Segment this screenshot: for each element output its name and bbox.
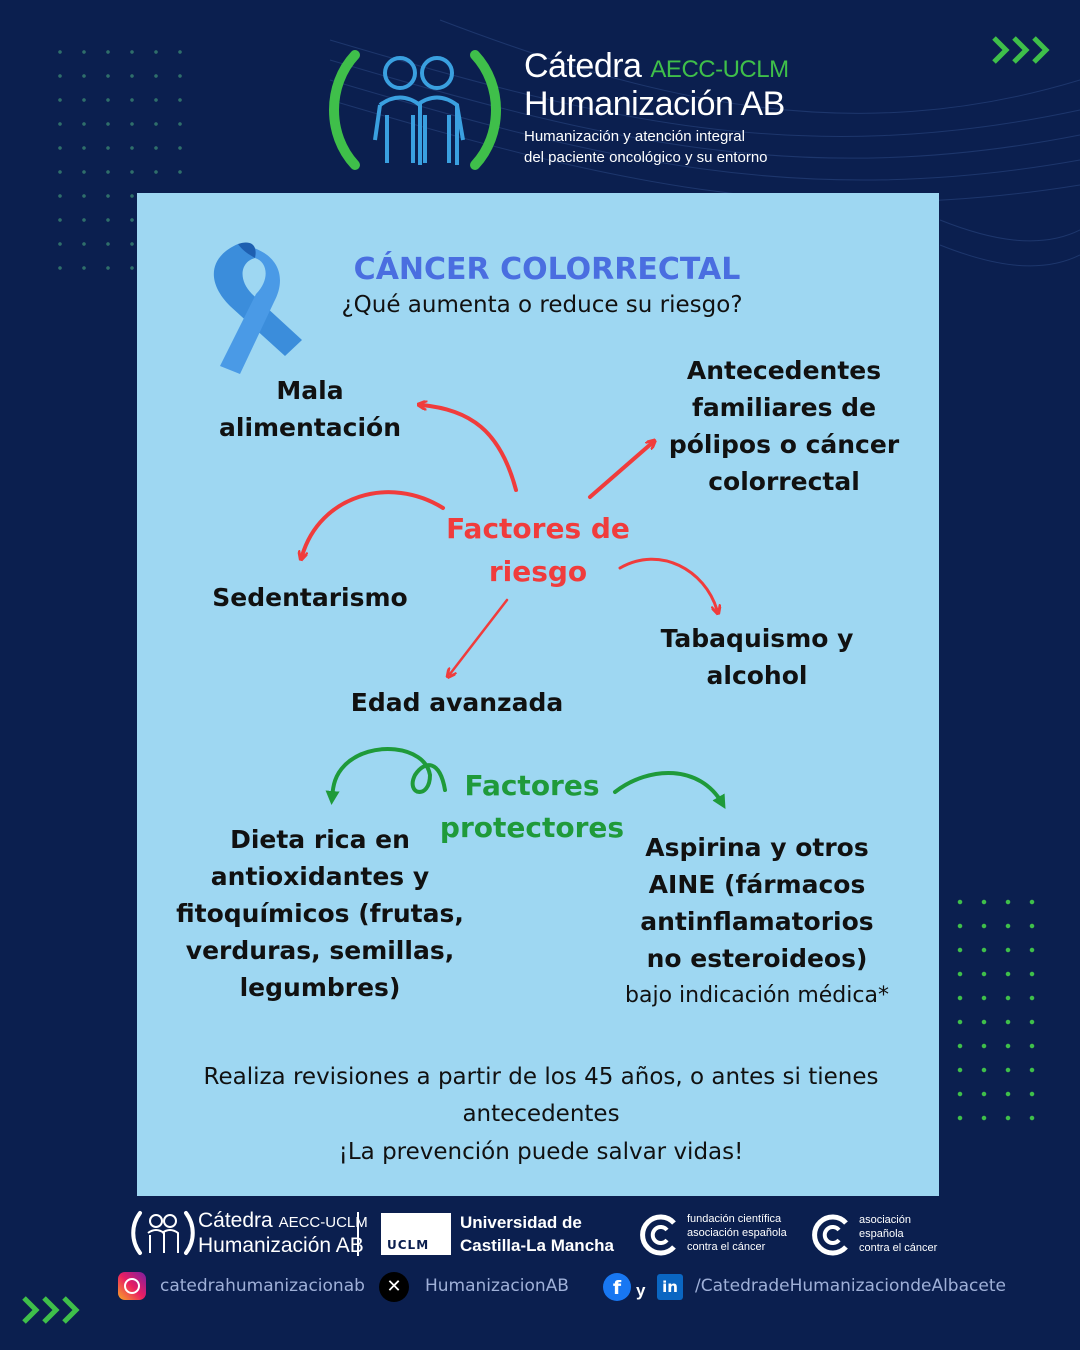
header-title-word: Cátedra bbox=[524, 47, 642, 85]
awareness-ribbon-icon bbox=[200, 236, 320, 380]
protective-factors-label-2: protectores bbox=[439, 811, 625, 844]
instagram-handle[interactable]: catedrahumanizacionab bbox=[160, 1276, 365, 1296]
risk-item-ante-1: Antecedentes bbox=[686, 356, 882, 385]
arrow-dieta bbox=[325, 747, 447, 805]
dot-pattern-right bbox=[948, 890, 1044, 1130]
header-title-line2: Humanización AB bbox=[524, 85, 785, 123]
header-subtitle-1: Humanización y atención integral bbox=[524, 128, 745, 145]
footer-aecc-1: asociación bbox=[859, 1214, 911, 1226]
risk-item-ante-2: familiares de bbox=[691, 393, 877, 422]
facebook-icon[interactable]: f bbox=[603, 1273, 631, 1301]
footer-catedra-text-2: Humanización AB bbox=[198, 1234, 364, 1257]
arrow-aspirina bbox=[613, 771, 726, 810]
protect-dieta-3: fitoquímicos (frutas, bbox=[176, 899, 464, 928]
fundacion-logo-icon bbox=[638, 1213, 682, 1261]
risk-item-ante-3: pólipos o cáncer bbox=[668, 430, 900, 459]
arrow-mala bbox=[422, 405, 518, 492]
risk-factors-label-1: Factores de bbox=[446, 512, 630, 545]
risk-item-edad: Edad avanzada bbox=[350, 688, 564, 717]
footer-fund-1: fundación científica bbox=[687, 1213, 782, 1225]
protect-aspirina-4: no esteroideos) bbox=[646, 944, 868, 973]
people-icon-small bbox=[131, 1211, 195, 1255]
chevrons-right-icon-bottom bbox=[20, 1290, 90, 1334]
protect-aspirina-2: AINE (fármacos bbox=[648, 870, 866, 899]
footer-fund-2: asociación española bbox=[687, 1227, 787, 1239]
protect-dieta-5: legumbres) bbox=[239, 973, 401, 1002]
protective-factors-label-1: Factores bbox=[464, 769, 600, 802]
risk-item-sedentarismo: Sedentarismo bbox=[212, 583, 408, 612]
arrow-antecedentes bbox=[588, 443, 652, 499]
protect-dieta-4: verduras, semillas, bbox=[185, 936, 455, 965]
x-icon[interactable]: ✕ bbox=[379, 1272, 409, 1302]
social-and: y bbox=[636, 1281, 646, 1300]
footer-catedra-text-1: Cátedra AECC-UCLM bbox=[198, 1209, 368, 1235]
fb-li-handle[interactable]: /CatedradeHumanizaciondeAlbacete bbox=[695, 1276, 1006, 1296]
header-title-accent: AECC-UCLM bbox=[650, 56, 789, 83]
protect-aspirina-note: bajo indicación médica* bbox=[625, 983, 889, 1008]
aecc-logo-icon bbox=[810, 1213, 854, 1261]
arrow-tabaquismo bbox=[618, 557, 717, 610]
closing-line-1: Realiza revisiones a partir de los 45 añ… bbox=[203, 1064, 879, 1090]
protect-dieta-1: Dieta rica en bbox=[230, 825, 410, 854]
header-title: Cátedra AECC-UCLM bbox=[524, 48, 789, 88]
protect-aspirina-3: antinflamatorios bbox=[640, 907, 874, 936]
risk-item-mala-1: Mala bbox=[276, 376, 344, 405]
footer-catedra-word: Cátedra bbox=[198, 1209, 273, 1232]
footer-catedra-logo bbox=[130, 1209, 196, 1261]
closing-line-2: antecedentes bbox=[462, 1101, 620, 1127]
footer-uni-2: Castilla-La Mancha bbox=[460, 1236, 614, 1255]
header-logo bbox=[325, 45, 505, 179]
page-title: CÁNCER COLORRECTAL bbox=[353, 252, 741, 287]
risk-item-ante-4: colorrectal bbox=[708, 467, 860, 496]
footer-aecc-2: española bbox=[859, 1228, 904, 1240]
header-subtitle-2: del paciente oncológico y su entorno bbox=[524, 149, 768, 166]
protect-dieta-2: antioxidantes y bbox=[210, 862, 430, 891]
page-subtitle: ¿Qué aumenta o reduce su riesgo? bbox=[341, 292, 743, 318]
uclm-badge: UCLM bbox=[381, 1213, 451, 1255]
x-handle[interactable]: HumanizacionAB bbox=[425, 1276, 569, 1296]
footer-uni-1: Universidad de bbox=[460, 1213, 582, 1232]
footer-divider bbox=[357, 1212, 359, 1256]
risk-item-taba-2: alcohol bbox=[706, 661, 808, 690]
footer-fund-3: contra el cáncer bbox=[687, 1241, 766, 1253]
linkedin-icon[interactable]: in bbox=[657, 1274, 683, 1300]
risk-factors-label-2: riesgo bbox=[488, 555, 588, 588]
risk-item-mala-2: alimentación bbox=[219, 413, 401, 442]
footer-catedra-accent: AECC-UCLM bbox=[278, 1214, 368, 1231]
instagram-icon[interactable] bbox=[118, 1272, 146, 1300]
footer-aecc-3: contra el cáncer bbox=[859, 1242, 938, 1254]
info-card bbox=[137, 193, 939, 1196]
chevrons-right-icon bbox=[990, 30, 1060, 74]
risk-item-taba-1: Tabaquismo y bbox=[660, 624, 854, 653]
uclm-badge-text: UCLM bbox=[387, 1238, 430, 1252]
protect-aspirina-1: Aspirina y otros bbox=[645, 833, 869, 862]
arrow-sedentarismo bbox=[302, 490, 445, 556]
closing-line-3: ¡La prevención puede salvar vidas! bbox=[338, 1139, 744, 1165]
people-icon bbox=[329, 50, 501, 170]
arrow-edad bbox=[450, 598, 509, 674]
